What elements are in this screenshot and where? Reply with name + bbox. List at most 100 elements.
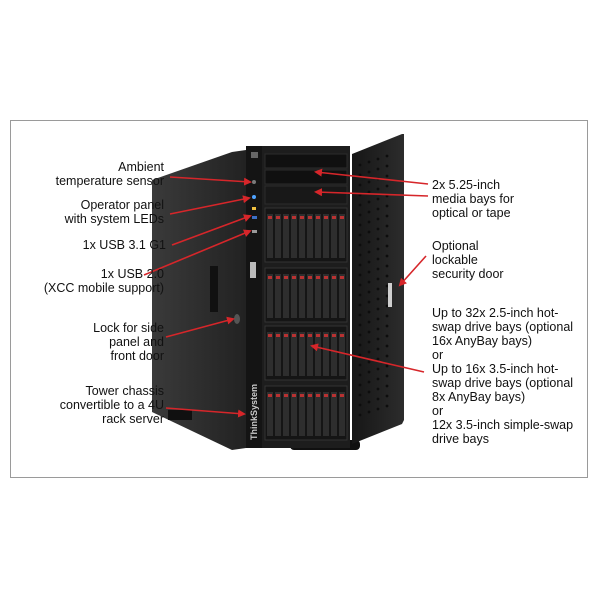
empty-bay (264, 185, 348, 205)
drive-release-tab (324, 276, 328, 279)
drive-bay-slot (315, 274, 321, 318)
door-vent-hole (367, 160, 371, 164)
door-vent-hole (376, 237, 380, 241)
door-vent-hole (367, 300, 371, 304)
drive-bay-slot (339, 392, 345, 436)
door-vent-hole (385, 184, 389, 188)
door-vent-hole (358, 283, 362, 287)
drive-bay-slot (331, 392, 337, 436)
callout-security-door: Optional lockable security door (432, 239, 504, 281)
door-vent-hole (385, 254, 389, 258)
drive-bay-slot (299, 274, 305, 318)
door-vent-hole (376, 167, 380, 171)
door-vent-hole (376, 287, 380, 291)
arrow-tower-chassis (165, 407, 246, 418)
drive-release-tab (300, 276, 304, 279)
drive-bay-slot (267, 274, 273, 318)
door-vent-hole (385, 284, 389, 288)
drive-release-tab (284, 276, 288, 279)
door-vent-hole (385, 354, 389, 358)
arrow-operator-panel (169, 195, 251, 215)
door-vent-hole (358, 323, 362, 327)
door-handle (388, 283, 392, 307)
drive-bay-slot (291, 332, 297, 376)
door-vent-hole (376, 387, 380, 391)
door-vent-hole (358, 163, 362, 167)
drive-release-tab (268, 216, 272, 219)
door-vent-hole (385, 334, 389, 338)
drive-bay-slot (307, 214, 313, 258)
temperature-sensor-icon (252, 180, 256, 184)
door-vent-hole (376, 357, 380, 361)
door-vent-hole (376, 327, 380, 331)
door-vent-hole (376, 367, 380, 371)
door-vent-hole (367, 190, 371, 194)
drive-bay-slot (307, 274, 313, 318)
side-panel-handle (210, 266, 218, 312)
side-lock-icon (234, 314, 240, 324)
status-led-icon (252, 195, 256, 199)
door-vent-hole (376, 197, 380, 201)
door-vent-hole (385, 204, 389, 208)
drive-release-tab (308, 216, 312, 219)
door-vent-hole (358, 293, 362, 297)
door-vent-hole (367, 380, 371, 384)
drive-release-tab (268, 394, 272, 397)
door-vent-hole (367, 240, 371, 244)
door-vent-hole (385, 244, 389, 248)
brand-vertical-text: ThinkSystem (249, 384, 259, 440)
callout-ambient-temperature-sensor: Ambient temperature sensor (55, 160, 164, 188)
door-vent-hole (358, 173, 362, 177)
door-vent-hole (385, 304, 389, 308)
drive-bay-slot (315, 214, 321, 258)
drive-bay-slot (291, 214, 297, 258)
media-bay-1 (264, 153, 348, 169)
door-vent-hole (358, 253, 362, 257)
drive-bay-slot (331, 214, 337, 258)
door-vent-hole (367, 290, 371, 294)
door-vent-hole (376, 307, 380, 311)
door-vent-hole (358, 403, 362, 407)
door-vent-hole (358, 383, 362, 387)
arrow-side-lock (165, 316, 235, 338)
door-vent-hole (385, 384, 389, 388)
media-bay-2 (264, 169, 348, 185)
drive-release-tab (324, 216, 328, 219)
drive-bay-slot (267, 392, 273, 436)
arrow-drive-bays (310, 343, 425, 373)
door-vent-hole (358, 183, 362, 187)
callout-drive-bays: Up to 32x 2.5-inch hot- swap drive bays … (432, 306, 574, 446)
drive-bay-slot (307, 392, 313, 436)
drive-release-tab (284, 334, 288, 337)
drive-bay-slot (331, 332, 337, 376)
door-vent-hole (376, 277, 380, 281)
drive-release-tab (284, 394, 288, 397)
drive-bay-slot (267, 332, 273, 376)
door-vent-hole (385, 174, 389, 178)
drive-bay-slot (283, 392, 289, 436)
door-vent-hole (376, 297, 380, 301)
drive-release-tab (308, 276, 312, 279)
door-vent-hole (358, 353, 362, 357)
drive-release-tab (332, 276, 336, 279)
door-vent-hole (367, 310, 371, 314)
drive-release-tab (340, 276, 344, 279)
door-vent-hole (385, 314, 389, 318)
door-vent-hole (376, 187, 380, 191)
drive-release-tab (300, 216, 304, 219)
drive-release-tab (332, 394, 336, 397)
led-indicator-icon (252, 207, 256, 210)
door-vent-hole (376, 347, 380, 351)
arrow-media-bays-1 (314, 168, 429, 185)
callout-usb-20: 1x USB 2.0 (XCC mobile support) (43, 267, 164, 295)
drive-release-tab (276, 276, 280, 279)
arrow-ambient-sensor (169, 176, 252, 186)
door-vent-hole (376, 397, 380, 401)
door-vent-hole (358, 273, 362, 277)
callout-media-bays: 2x 5.25-inch media bays for optical or t… (432, 178, 514, 220)
drive-release-tab (292, 216, 296, 219)
drive-release-tab (340, 334, 344, 337)
door-vent-hole (367, 210, 371, 214)
drive-bay-slot (299, 214, 305, 258)
door-vent-hole (385, 394, 389, 398)
